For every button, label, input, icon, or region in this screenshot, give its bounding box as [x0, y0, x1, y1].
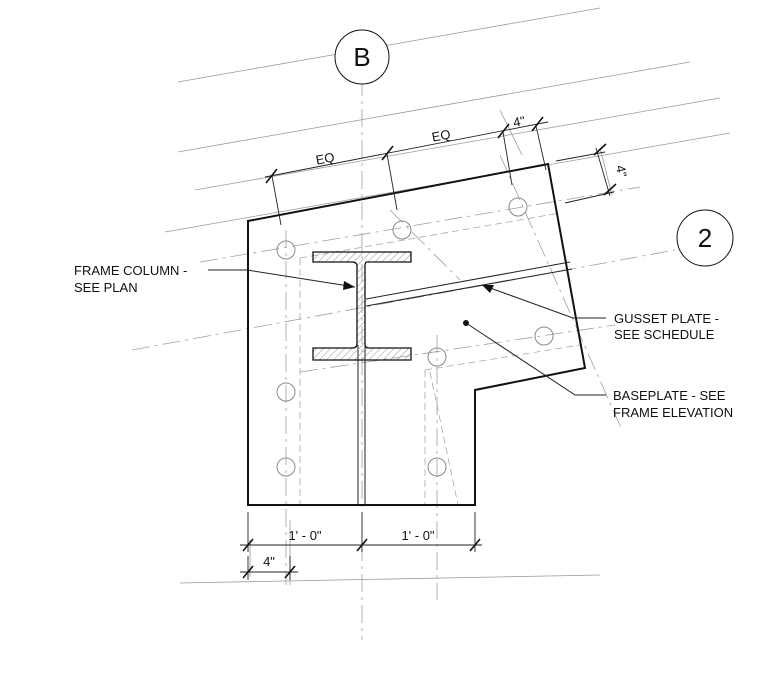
top-dimension-string: EQ EQ 4": [264, 113, 549, 226]
callout-frame-column-line1: FRAME COLUMN -: [74, 263, 187, 278]
callout-gusset-plate-line2: SEE SCHEDULE: [614, 327, 715, 342]
callout-gusset-plate: GUSSET PLATE - SEE SCHEDULE: [481, 284, 719, 342]
callout-baseplate: BASEPLATE - SEE FRAME ELEVATION: [463, 320, 733, 420]
dim-bottom-4in: 4": [263, 554, 275, 569]
dim-bottom-right: 1' - 0": [401, 528, 434, 543]
side-dimension: 4": [555, 143, 630, 204]
bolt-hole: [427, 457, 447, 477]
dim-eq-left: EQ: [314, 149, 335, 167]
construction-lines: [164, 7, 731, 585]
callout-gusset-plate-line1: GUSSET PLATE -: [614, 311, 719, 326]
bolt-hole: [276, 382, 296, 402]
grid-bubble-b-label: B: [353, 42, 370, 72]
frame-column-section: [312, 251, 412, 361]
callout-frame-column: FRAME COLUMN - SEE PLAN: [74, 263, 356, 295]
dim-side-4in: 4": [613, 164, 630, 179]
gusset-plate: [365, 261, 573, 307]
bolt-hole: [427, 347, 447, 367]
hidden-lines: [299, 212, 581, 506]
bottom-dimension-string: 1' - 0" 1' - 0": [240, 512, 482, 552]
callout-baseplate-line2: FRAME ELEVATION: [613, 405, 733, 420]
dim-bottom-left: 1' - 0": [288, 528, 321, 543]
column-web: [357, 345, 366, 505]
bolt-hole: [276, 457, 296, 477]
callout-frame-column-line2: SEE PLAN: [74, 280, 138, 295]
dim-top-4in: 4": [512, 113, 527, 130]
grid-bubble-2-label: 2: [698, 223, 712, 253]
grid-bubble-b: B: [334, 29, 390, 85]
grid-line-2: [131, 249, 676, 351]
bolt-hole: [276, 240, 296, 260]
anchor-bolt-holes: [276, 197, 554, 477]
bottom-4in-dimension: 4": [240, 554, 298, 580]
dim-eq-right: EQ: [430, 126, 451, 144]
grid-bubble-2: 2: [676, 209, 734, 267]
callout-baseplate-line1: BASEPLATE - SEE: [613, 388, 726, 403]
baseplate-outline: [247, 162, 587, 506]
bolt-hole: [534, 326, 554, 346]
bolt-hole: [508, 197, 528, 217]
bolt-centerlines: [199, 154, 641, 600]
bolt-hole: [392, 220, 412, 240]
